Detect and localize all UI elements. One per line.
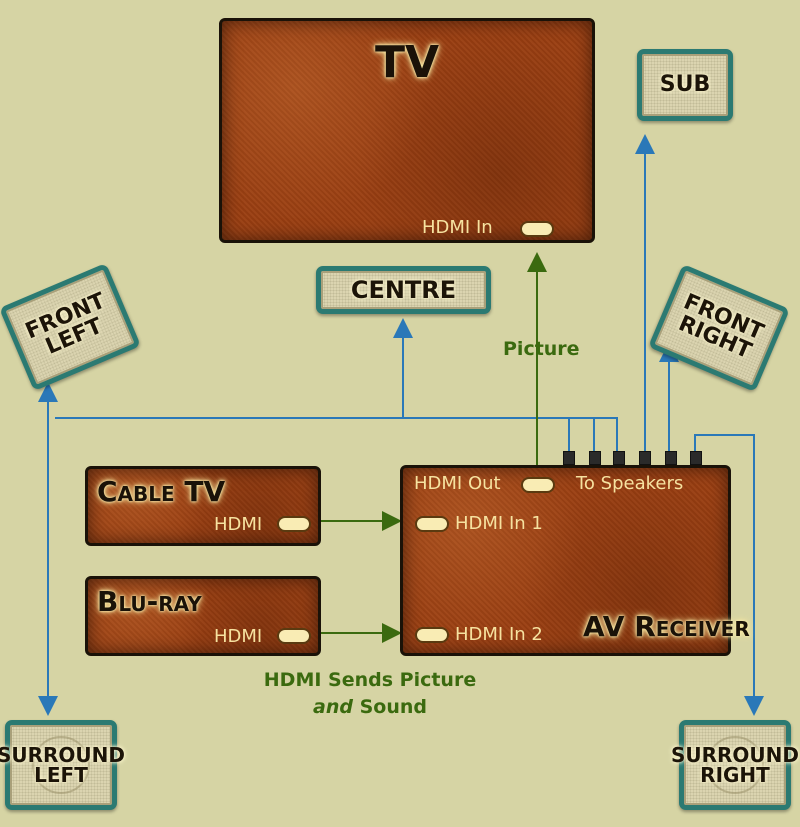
- receiver-hdmi-out-label: HDMI Out: [414, 473, 501, 494]
- speaker-sub: SUB: [637, 49, 733, 121]
- speaker-centre-label: CENTRE: [350, 276, 457, 304]
- picture-label: Picture: [503, 338, 580, 360]
- cable-tv-title: Cable TV: [97, 475, 226, 508]
- cable-tv-hdmi-port[interactable]: [277, 516, 311, 532]
- speaker-surround-right-line1: SURROUND: [670, 743, 800, 767]
- speaker-cone: [706, 736, 764, 794]
- hdmi-sends-and: and: [313, 696, 353, 718]
- receiver-hdmi-in-1-label: HDMI In 1: [455, 513, 543, 534]
- bluray-hdmi-port[interactable]: [277, 628, 311, 644]
- speaker-surround-right-line2: RIGHT: [700, 763, 770, 787]
- wire-surround-right: [694, 434, 764, 716]
- hdmi-sends-line1: HDMI Sends Picture: [263, 669, 477, 691]
- bluray-hdmi-label: HDMI: [214, 626, 263, 647]
- receiver-hdmi-out-port[interactable]: [521, 477, 555, 493]
- speaker-terminal[interactable]: [639, 451, 651, 465]
- receiver-to-speakers-label: To Speakers: [576, 473, 684, 494]
- speaker-terminal[interactable]: [665, 451, 677, 465]
- bluray-title: Blu-ray: [97, 585, 202, 618]
- speaker-cone: [32, 736, 90, 794]
- speaker-surround-left-line1: SURROUND: [0, 743, 126, 767]
- speaker-surround-right: SURROUND RIGHT: [671, 720, 799, 810]
- speaker-surround-left: SURROUND LEFT: [0, 720, 125, 810]
- tv-title: TV: [374, 37, 440, 88]
- speaker-terminal[interactable]: [563, 451, 575, 465]
- av-receiver-device: HDMI Out To Speakers HDMI In 1 HDMI In 2…: [400, 465, 750, 656]
- tv-device: TV HDMI In: [219, 18, 595, 243]
- wire-bus-left: [55, 417, 618, 455]
- speaker-terminal[interactable]: [613, 451, 625, 465]
- bluray-device: Blu-ray HDMI: [85, 576, 321, 656]
- speaker-centre: CENTRE: [316, 266, 491, 314]
- speaker-terminal[interactable]: [690, 451, 702, 465]
- speaker-surround-left-line2: LEFT: [34, 763, 88, 787]
- speaker-terminal[interactable]: [589, 451, 601, 465]
- cable-tv-device: Cable TV HDMI: [85, 466, 321, 546]
- speaker-sub-label: SUB: [659, 72, 711, 97]
- tv-hdmi-in-label: HDMI In: [422, 217, 493, 238]
- tv-hdmi-in-port[interactable]: [520, 221, 554, 237]
- receiver-hdmi-in-2-label: HDMI In 2: [455, 624, 543, 645]
- receiver-hdmi-in-1-port[interactable]: [415, 516, 449, 532]
- receiver-title: AV Receiver: [583, 610, 750, 643]
- hdmi-sends-label: HDMI Sends Picture and Sound: [250, 667, 490, 721]
- cable-tv-hdmi-label: HDMI: [214, 514, 263, 535]
- hdmi-sends-sound: Sound: [359, 696, 427, 718]
- receiver-hdmi-in-2-port[interactable]: [415, 627, 449, 643]
